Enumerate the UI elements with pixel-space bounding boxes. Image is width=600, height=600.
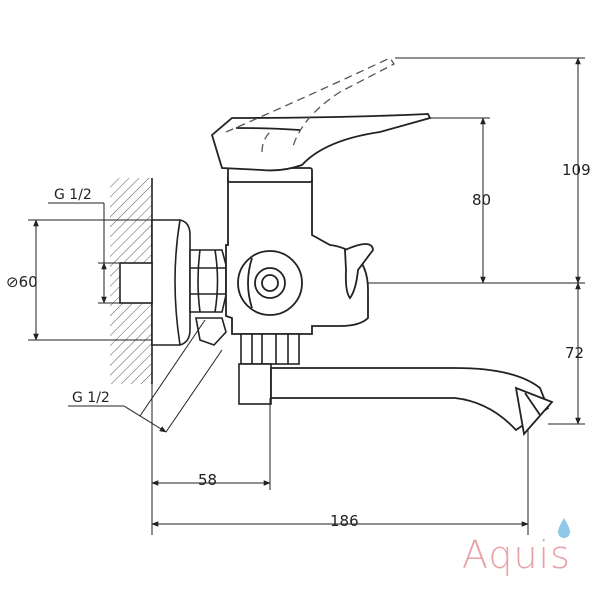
- lever-handle-raised: [225, 57, 395, 153]
- dimension-109: 109: [562, 161, 591, 179]
- central-outlet-ring: [237, 250, 303, 316]
- hex-nut: [189, 249, 227, 313]
- wall-flange: [119, 219, 191, 346]
- thread-label-bottom: G 1/2: [72, 390, 110, 406]
- spout-connector: [238, 333, 300, 405]
- dimension-186: 186: [330, 512, 359, 530]
- angled-inlet: [195, 317, 227, 346]
- spout: [270, 367, 554, 437]
- brand-name: Aquis: [462, 533, 571, 577]
- dimension-58: 58: [198, 471, 217, 489]
- brand-logo: Aquis: [452, 522, 600, 592]
- diameter-label: ⊘60: [6, 273, 38, 291]
- dimension-80: 80: [472, 191, 491, 209]
- thread-label-top: G 1/2: [54, 187, 92, 203]
- water-drop-icon: [558, 518, 570, 538]
- dimension-lines: [28, 57, 585, 535]
- dimension-72: 72: [565, 344, 584, 362]
- mixer-body: [225, 167, 374, 335]
- lever-handle: [210, 113, 432, 172]
